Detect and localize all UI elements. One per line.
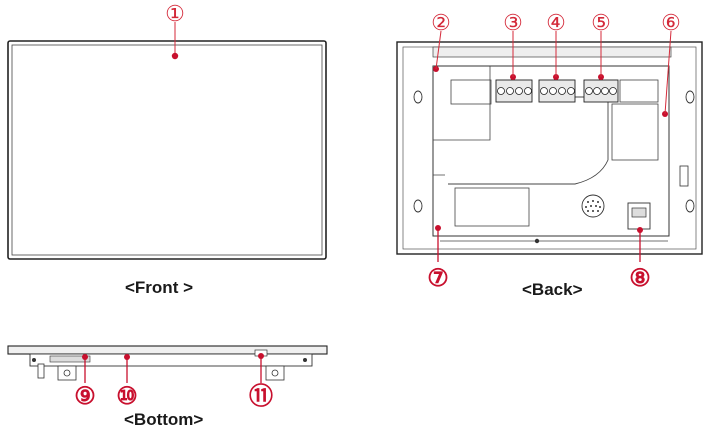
bottom-screw-right	[271, 369, 279, 377]
bottom-housing	[29, 353, 313, 367]
back-top-strip	[432, 46, 672, 58]
callout-2: ②	[431, 10, 451, 35]
callout-11: ⑪	[249, 382, 273, 410]
callout-4: ④	[546, 10, 566, 35]
front-sensor-dot	[171, 52, 179, 60]
callout-labels: ① ② ③ ④ ⑤ ⑥ ⑦ ⑧ ⑨ ⑩ ⑪	[74, 1, 681, 410]
mount-hole-top-left	[413, 90, 423, 104]
back-connector-right-pad	[619, 79, 659, 103]
bottom-slot	[49, 355, 91, 363]
dip-switch-knob	[631, 207, 647, 218]
back-right-slot	[679, 165, 689, 187]
caption-back: <Back>	[522, 280, 583, 299]
mount-hole-top-right	[685, 90, 695, 104]
terminal-block-4	[538, 79, 576, 103]
front-screen	[11, 44, 323, 256]
back-screw-bottom	[534, 238, 540, 244]
bottom-bar	[7, 345, 328, 355]
back-label-plate	[611, 103, 659, 161]
mount-hole-bottom-right	[685, 199, 695, 213]
bottom-screw-far-left	[32, 358, 36, 362]
back-view	[396, 30, 703, 262]
front-view	[7, 22, 327, 260]
callout-9: ⑨	[74, 383, 96, 410]
caption-bottom: <Bottom>	[124, 410, 204, 429]
terminal-block-5	[583, 79, 619, 103]
callout-6: ⑥	[661, 10, 681, 35]
speaker-grill	[581, 194, 605, 218]
callout-3: ③	[503, 10, 523, 35]
bottom-view	[7, 345, 328, 383]
callout-8: ⑧	[629, 265, 651, 292]
callout-6-line	[664, 30, 672, 115]
back-lower-block	[454, 187, 530, 227]
back-connector-left-pad	[450, 79, 492, 105]
callout-5: ⑤	[591, 10, 611, 35]
callout-2-line	[435, 30, 442, 70]
callout-1: ①	[165, 1, 185, 26]
bottom-screw-far-right	[303, 358, 307, 362]
caption-front: <Front >	[125, 278, 194, 297]
back-left-flap	[433, 66, 491, 176]
callout-10: ⑩	[116, 383, 138, 410]
bottom-clip-left	[37, 363, 45, 379]
terminal-block-3	[495, 79, 533, 103]
mount-hole-bottom-left	[413, 199, 423, 213]
callout-7: ⑦	[427, 265, 449, 292]
back-board-curve	[448, 96, 609, 185]
bottom-screw-left	[63, 369, 71, 377]
